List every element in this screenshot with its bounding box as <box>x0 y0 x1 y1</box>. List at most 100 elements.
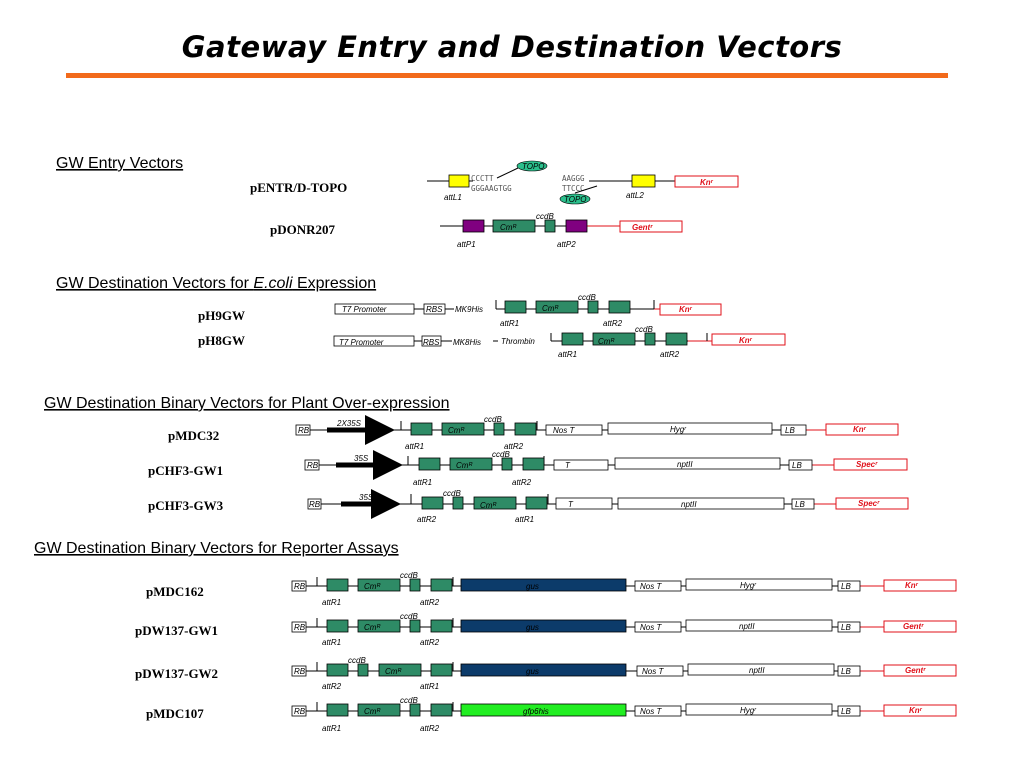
vector-pchf3-gw3: pCHF3-GW3 RB 35S ccdB Cmᴿ T nptII LB Spe… <box>148 489 909 524</box>
right-border-label: RB <box>294 667 306 676</box>
terminator-box <box>555 497 613 510</box>
nptII-box <box>685 619 833 632</box>
chloramphenicol-box <box>449 457 493 471</box>
right-border-box <box>291 580 307 592</box>
attR2-label: attR2 <box>322 682 342 691</box>
nos-terminator-box <box>634 621 682 633</box>
nos-terminator-label: Nos T <box>640 623 662 632</box>
right-border-box <box>304 459 320 471</box>
attR1-label: attR1 <box>322 598 341 607</box>
attR1-box <box>418 457 441 471</box>
topo-top-label: TOPO <box>522 162 545 171</box>
vector-name-pmdc32: pMDC32 <box>168 428 219 443</box>
right-border-label: RB <box>307 461 319 470</box>
attR2-label: attR2 <box>420 598 440 607</box>
chloramphenicol-label: Cmᴿ <box>448 426 464 435</box>
chloramphenicol-label: Cmᴿ <box>456 461 472 470</box>
attR1-box <box>504 300 527 314</box>
left-border-box <box>791 498 815 510</box>
nptII-label: nptII <box>739 622 755 631</box>
chloramphenicol-label: Cmᴿ <box>385 667 401 676</box>
kanamycin-marker-box <box>883 704 957 717</box>
attR2-box <box>522 457 545 471</box>
gus-reporter-label: gus <box>526 623 539 632</box>
attR1-box <box>410 422 433 436</box>
attR1-box <box>525 496 548 510</box>
vector-ph8gw: pH8GW T7 Promoter RBS MK8His Thrombin Cm… <box>198 325 786 359</box>
kanamycin-marker-label: Knʳ <box>739 336 753 345</box>
vector-pchf3-gw1: pCHF3-GW1 RB 35S Cmᴿ ccdB T nptII LB Spe… <box>148 450 908 487</box>
attR2-box <box>430 578 453 592</box>
chloramphenicol-box <box>492 219 536 233</box>
left-border-label: LB <box>841 623 851 632</box>
hygromycin-box <box>607 422 773 435</box>
promoter-label: 2X35S <box>336 419 362 428</box>
vector-name-pdw137-gw1: pDW137-GW1 <box>135 623 218 638</box>
hygromycin-label: Hygʳ <box>670 425 687 434</box>
attR1-label: attR1 <box>405 442 424 451</box>
nos-terminator-label: Nos T <box>553 426 575 435</box>
gus-reporter-label: gus <box>526 582 539 591</box>
vector-pdw137-gw2: pDW137-GW2 RB ccdB Cmᴿ gus Nos T nptII L… <box>135 656 957 691</box>
chloramphenicol-label: Cmᴿ <box>480 501 496 510</box>
vector-pmdc162: pMDC162 RB Cmᴿ ccdB gus Nos T Hygʳ LB Kn… <box>146 571 957 607</box>
ccdB-box <box>644 332 656 346</box>
left-border-box <box>788 459 813 471</box>
kanamycin-marker-label: Knʳ <box>679 305 693 314</box>
kanamycin-marker-box <box>883 579 957 592</box>
attL1-label: attL1 <box>444 193 462 202</box>
attR2-label: attR2 <box>660 350 680 359</box>
spectinomycin-marker-box <box>833 458 908 471</box>
rbs-box <box>421 335 442 347</box>
right-border-box <box>291 665 307 677</box>
attR2-box <box>430 619 453 633</box>
ccdB-label: ccdB <box>536 212 554 221</box>
sequence-bottom-left: GGGAAGTGG <box>471 184 512 193</box>
chloramphenicol-box <box>378 663 422 677</box>
section-reporter-vectors: GW Destination Binary Vectors for Report… <box>34 540 399 557</box>
kanamycin-marker-box <box>825 423 899 436</box>
left-border-box <box>837 665 861 677</box>
t7-promoter-box <box>334 303 415 315</box>
vector-pmdc107: pMDC107 RB Cmᴿ ccdB gfp6his Nos T Hygʳ L… <box>146 696 957 733</box>
right-border-label: RB <box>298 426 310 435</box>
ccdB-box <box>409 619 421 633</box>
nos-terminator-box <box>545 424 603 436</box>
topo-bottom-label: TOPO <box>564 195 587 204</box>
attR1-label: attR1 <box>558 350 577 359</box>
gentamicin-marker-label: Gentʳ <box>905 666 926 675</box>
vector-pmdc32: pMDC32 RB 2X35S Cmᴿ ccdB Nos T Hygʳ LB K… <box>168 415 899 451</box>
topo-bottom-connector <box>574 185 598 194</box>
nos-terminator-label: Nos T <box>640 582 662 591</box>
kanamycin-marker-label: Knʳ <box>909 706 923 715</box>
right-border-box <box>291 621 307 633</box>
chloramphenicol-box <box>535 300 579 314</box>
chloramphenicol-label: Cmᴿ <box>500 223 516 232</box>
vector-ph9gw: pH9GW T7 Promoter RBS MK9His Cmᴿ ccdB Kn… <box>198 293 722 328</box>
attL2-box <box>631 174 656 188</box>
attL1-box <box>448 174 470 188</box>
att-site-ticks <box>316 702 454 711</box>
right-border-label: RB <box>294 582 306 591</box>
ccdB-label: ccdB <box>484 415 502 424</box>
ccdB-label: ccdB <box>443 489 461 498</box>
left-border-label: LB <box>841 707 851 716</box>
attR2-box <box>608 300 631 314</box>
tag-label: MK8His <box>453 338 481 347</box>
nptII-label: nptII <box>681 500 697 509</box>
ccdB-box <box>544 219 556 233</box>
attR1-label: attR1 <box>500 319 519 328</box>
tag-label: MK9His <box>455 305 483 314</box>
ccdB-label: ccdB <box>400 612 418 621</box>
chloramphenicol-label: Cmᴿ <box>364 623 380 632</box>
t7-promoter-label: T7 Promoter <box>339 338 384 347</box>
right-border-label: RB <box>294 707 306 716</box>
terminator-label: T <box>565 461 571 470</box>
rbs-label: RBS <box>426 305 443 314</box>
ccdB-label: ccdB <box>492 450 510 459</box>
gentamicin-marker-box <box>619 220 683 233</box>
attR2-label: attR2 <box>603 319 623 328</box>
t7-promoter-box <box>333 335 415 347</box>
gfp-reporter-box <box>460 703 627 717</box>
